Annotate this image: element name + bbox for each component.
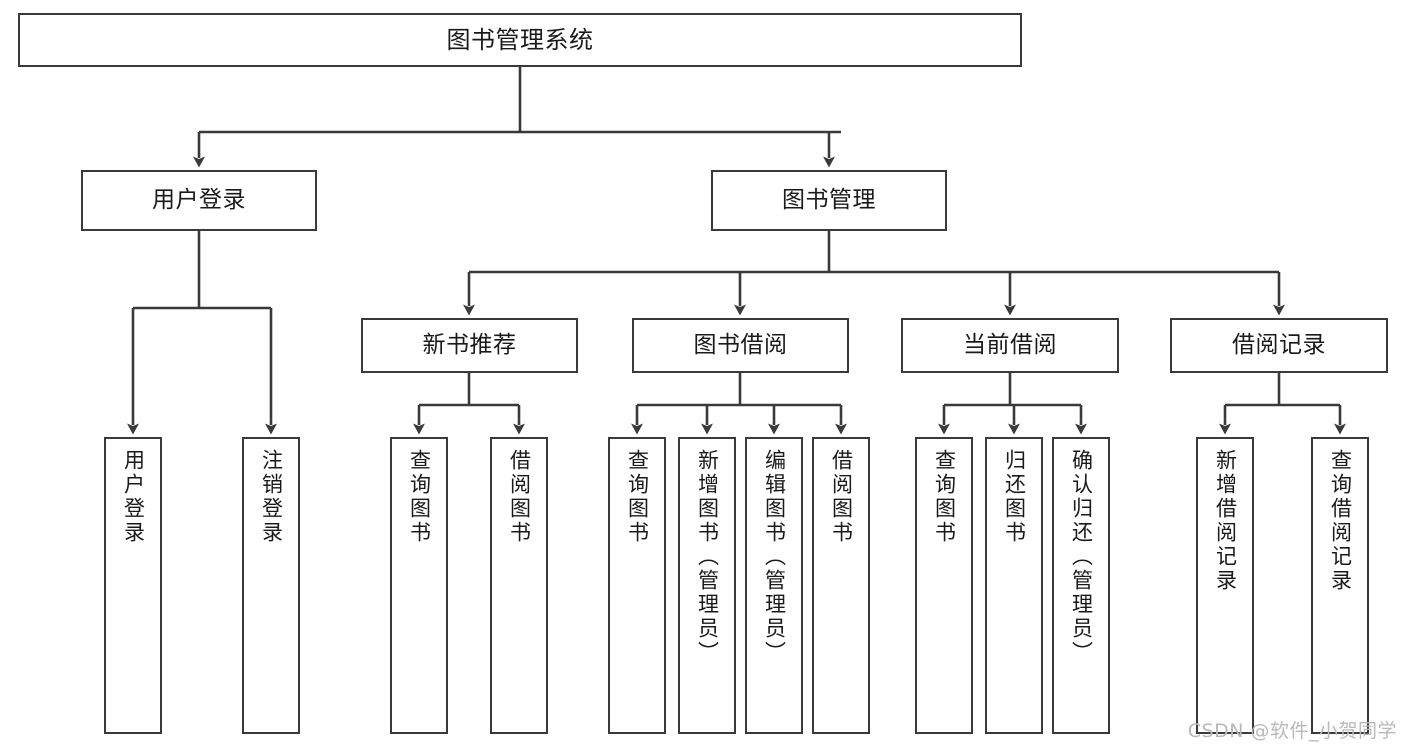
node-current-borrowing[interactable]: 当前借阅: [901, 318, 1119, 373]
node-new-book-recommendation[interactable]: 新书推荐: [361, 318, 578, 373]
node-label: 借阅图书: [829, 449, 854, 545]
leaf-current-borrow-return-books[interactable]: 归还图书: [985, 437, 1043, 734]
node-borrow-records[interactable]: 借阅记录: [1170, 318, 1388, 373]
node-label: 图书管理系统: [446, 25, 594, 54]
node-label: 图书借阅: [693, 331, 788, 358]
leaf-current-borrow-confirm-return-admin[interactable]: 确认归还（管理员）: [1052, 437, 1110, 734]
leaf-borrow-record-query-record[interactable]: 查询借阅记录: [1311, 437, 1369, 734]
leaf-new-book-query-books[interactable]: 查询图书: [390, 437, 448, 734]
node-label: 确认归还（管理员）: [1069, 449, 1094, 665]
node-label: 新增借阅记录: [1213, 449, 1238, 593]
leaf-user-login-login[interactable]: 用户登录: [104, 437, 162, 734]
node-label: 查询借阅记录: [1328, 449, 1353, 593]
leaf-book-borrow-borrow-books[interactable]: 借阅图书: [812, 437, 870, 734]
node-label: 注销登录: [259, 449, 284, 545]
leaf-book-borrow-edit-book-admin[interactable]: 编辑图书（管理员）: [745, 437, 803, 734]
node-label: 查询图书: [407, 449, 432, 545]
leaf-new-book-borrow-books[interactable]: 借阅图书: [490, 437, 548, 734]
node-book-management[interactable]: 图书管理: [711, 170, 947, 231]
leaf-user-login-logout[interactable]: 注销登录: [242, 437, 300, 734]
node-label: 图书管理: [782, 186, 876, 213]
node-label: 查询图书: [625, 449, 650, 545]
node-user-login[interactable]: 用户登录: [81, 170, 317, 231]
leaf-borrow-record-add-record[interactable]: 新增借阅记录: [1196, 437, 1254, 734]
leaf-current-borrow-query-books[interactable]: 查询图书: [915, 437, 973, 734]
node-label: 归还图书: [1002, 449, 1027, 545]
node-book-management-system[interactable]: 图书管理系统: [18, 13, 1022, 67]
watermark: CSDN @软件_小贺同学: [1187, 720, 1397, 742]
node-label: 新书推荐: [422, 331, 517, 358]
leaf-book-borrow-query-books[interactable]: 查询图书: [608, 437, 666, 734]
node-label: 当前借阅: [963, 331, 1057, 358]
node-book-borrowing[interactable]: 图书借阅: [632, 318, 849, 373]
node-label: 借阅图书: [507, 449, 532, 545]
node-label: 用户登录: [152, 186, 246, 213]
node-label: 用户登录: [121, 449, 146, 545]
node-label: 新增图书（管理员）: [695, 449, 720, 665]
leaf-book-borrow-add-book-admin[interactable]: 新增图书（管理员）: [678, 437, 736, 734]
node-label: 查询图书: [932, 449, 957, 545]
node-label: 编辑图书（管理员）: [762, 449, 787, 665]
node-label: 借阅记录: [1232, 331, 1326, 358]
